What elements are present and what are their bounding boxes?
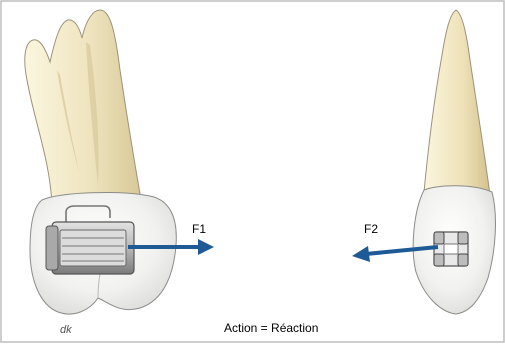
bracket-wing <box>434 254 444 266</box>
force-label-f1: F1 <box>192 222 206 236</box>
bracket-wing <box>458 232 468 244</box>
bracket-slot <box>444 244 458 254</box>
signature: dk <box>60 324 72 336</box>
molar-tube-end <box>46 226 58 270</box>
force-label-f2: F2 <box>364 222 378 236</box>
bracket-wing <box>434 232 444 244</box>
bracket-wing <box>458 254 468 266</box>
anterior-bracket <box>434 232 468 266</box>
caption: Action = Réaction <box>224 321 318 335</box>
